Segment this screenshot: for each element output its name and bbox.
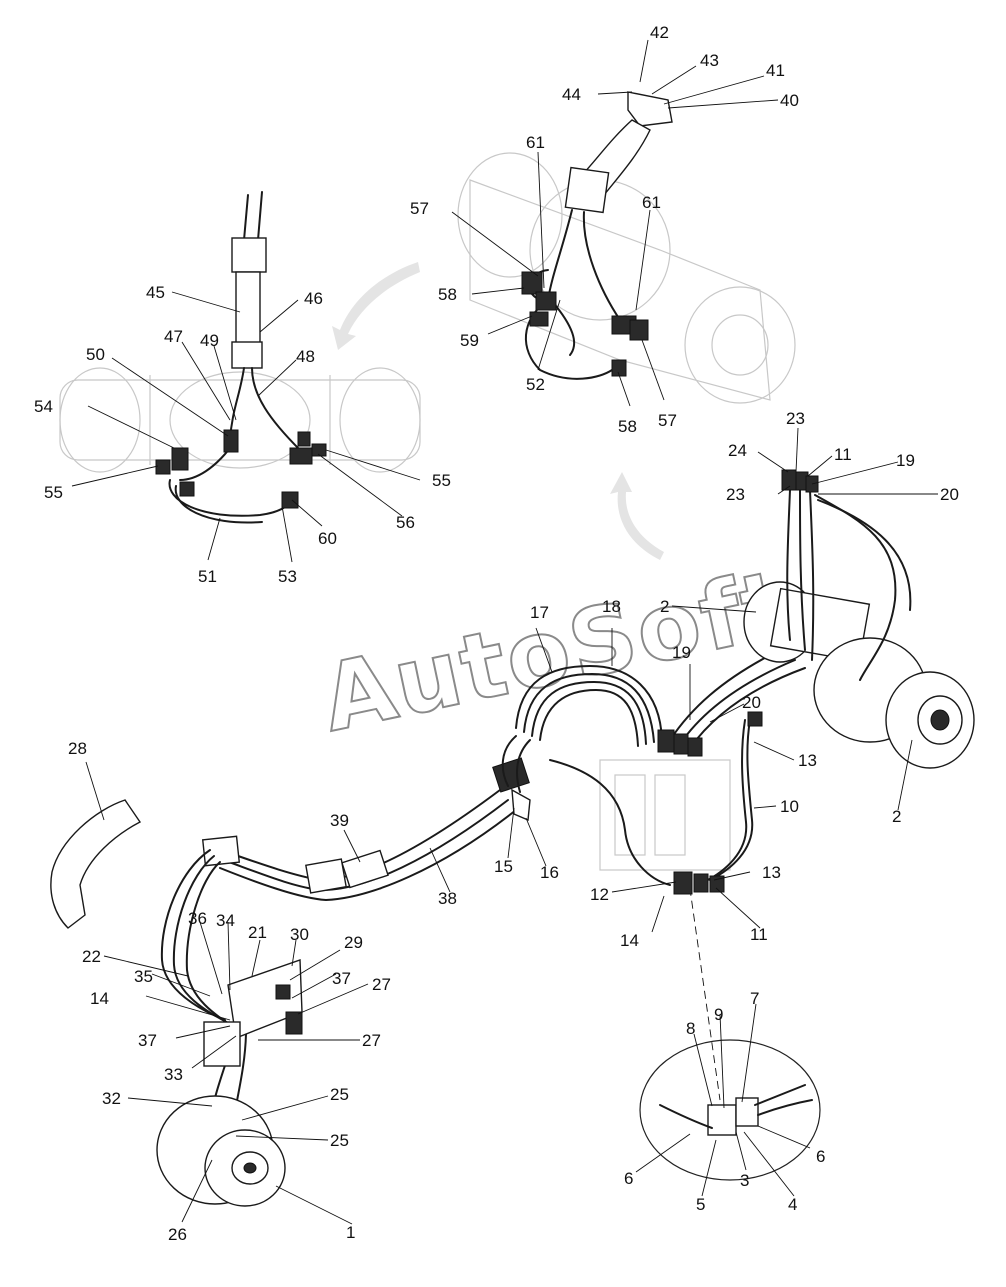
- callout-43: 43: [700, 51, 719, 70]
- callout-12: 12: [590, 885, 609, 904]
- callout-38: 38: [438, 889, 457, 908]
- callout-23: 23: [726, 485, 745, 504]
- callout-20: 20: [940, 485, 959, 504]
- callout-2: 2: [892, 807, 901, 826]
- callout-14: 14: [620, 931, 639, 950]
- callout-27: 27: [372, 975, 391, 994]
- callout-55: 55: [432, 471, 451, 490]
- callout-29: 29: [344, 933, 363, 952]
- callout-32: 32: [102, 1089, 121, 1108]
- callout-35: 35: [134, 967, 153, 986]
- callout-36: 36: [188, 909, 207, 928]
- callout-28: 28: [68, 739, 87, 758]
- callout-37: 37: [138, 1031, 157, 1050]
- detail-inset-oval: [639, 874, 821, 1181]
- callout-37: 37: [332, 969, 351, 988]
- callout-40: 40: [780, 91, 799, 110]
- callout-45: 45: [146, 283, 165, 302]
- callout-39: 39: [330, 811, 349, 830]
- callout-22: 22: [82, 947, 101, 966]
- callout-5: 5: [696, 1195, 705, 1214]
- ghost-axle-left: [59, 367, 421, 473]
- callout-56: 56: [396, 513, 415, 532]
- callout-60: 60: [318, 529, 337, 548]
- callout-19: 19: [672, 643, 691, 662]
- callout-18: 18: [602, 597, 621, 616]
- callout-57: 57: [410, 199, 429, 218]
- callout-3: 3: [740, 1171, 749, 1190]
- callout-11: 11: [750, 925, 768, 944]
- callout-58: 58: [618, 417, 637, 436]
- callout-11: 11: [834, 445, 852, 464]
- callout-16: 16: [540, 863, 559, 882]
- callout-15: 15: [494, 857, 513, 876]
- main-hose-routing: [50, 469, 975, 1207]
- rotation-arrow-middle: [610, 472, 664, 560]
- callout-44: 44: [562, 85, 581, 104]
- callout-6: 6: [816, 1147, 825, 1166]
- callout-20: 20: [742, 693, 761, 712]
- callout-23: 23: [786, 409, 805, 428]
- callout-8: 8: [686, 1019, 695, 1038]
- callout-24: 24: [728, 441, 747, 460]
- callout-26: 26: [168, 1225, 187, 1244]
- callout-14: 14: [90, 989, 109, 1008]
- callout-54: 54: [34, 397, 53, 416]
- callout-13: 13: [762, 863, 781, 882]
- callout-21: 21: [248, 923, 267, 942]
- callout-50: 50: [86, 345, 105, 364]
- callout-49: 49: [200, 331, 219, 350]
- callout-2: 2: [660, 597, 669, 616]
- callout-9: 9: [714, 1005, 723, 1024]
- callout-51: 51: [198, 567, 217, 586]
- callout-17: 17: [530, 603, 549, 622]
- ghost-axle-top: [457, 152, 796, 404]
- callout-10: 10: [780, 797, 799, 816]
- callout-labels: 1 2 2 3 4 5 6 6 7 8 9 10 11 11 12 13 13 …: [34, 23, 959, 1244]
- callout-42: 42: [650, 23, 669, 42]
- ghost-valve-block: [599, 759, 731, 871]
- callout-52: 52: [526, 375, 545, 394]
- callout-57: 57: [658, 411, 677, 430]
- callout-53: 53: [278, 567, 297, 586]
- callout-33: 33: [164, 1065, 183, 1084]
- callout-4: 4: [788, 1195, 797, 1214]
- callout-1: 1: [346, 1223, 355, 1242]
- callout-6: 6: [624, 1169, 633, 1188]
- callout-34: 34: [216, 911, 235, 930]
- callout-46: 46: [304, 289, 323, 308]
- leader-lines: [71, 39, 938, 1225]
- callout-7: 7: [750, 989, 759, 1008]
- callout-55: 55: [44, 483, 63, 502]
- watermark: AutoSoft: [313, 550, 798, 753]
- assembly-top-detail: [521, 91, 673, 380]
- rotation-arrow-top: [332, 262, 420, 350]
- callout-61: 61: [642, 193, 661, 212]
- callout-47: 47: [164, 327, 183, 346]
- callout-48: 48: [296, 347, 315, 366]
- callout-25: 25: [330, 1085, 349, 1104]
- callout-58: 58: [438, 285, 457, 304]
- callout-19: 19: [896, 451, 915, 470]
- callout-13: 13: [798, 751, 817, 770]
- callout-30: 30: [290, 925, 309, 944]
- callout-25: 25: [330, 1131, 349, 1150]
- callout-27: 27: [362, 1031, 381, 1050]
- callout-61: 61: [526, 133, 545, 152]
- callout-41: 41: [766, 61, 785, 80]
- callout-59: 59: [460, 331, 479, 350]
